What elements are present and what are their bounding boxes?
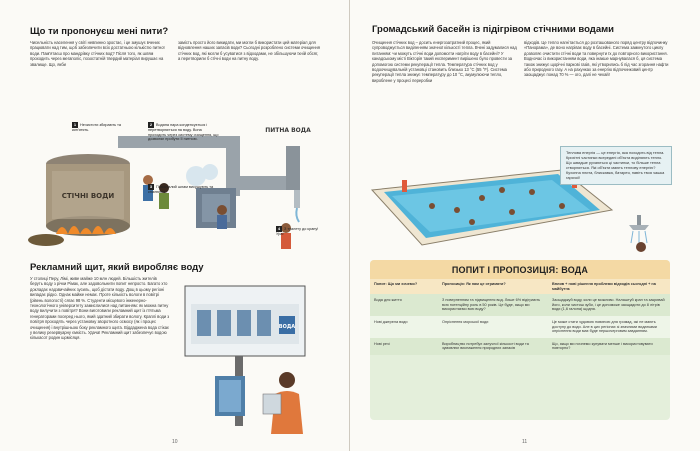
water-table: Попит: Що ми хочемо? Пропозиція: Як нам …	[370, 279, 670, 355]
header-demand: Попит: Що ми хочемо?	[370, 279, 438, 295]
table-header-row: Попит: Що ми хочемо? Пропозиція: Як нам …	[370, 279, 670, 295]
table-row: Вода для життя З поверненням та підвищен…	[370, 294, 670, 316]
table-cell: Заощаджуй воду, коли це можливо. Налашту…	[548, 294, 670, 316]
body-text-pool-col2: відходів. Це тепло нагнітається до розта…	[524, 40, 669, 78]
table-cell: Це може стати чудовою новиною для громад…	[548, 315, 670, 338]
table-cell: Виробництво потребує залучної кількості …	[438, 337, 548, 355]
heated-pool-illustration	[370, 169, 614, 246]
body-text-billboard: У столиці Перу, Лімі, живе майже 10 млн …	[30, 276, 170, 341]
table-cell: Нові джерела води	[370, 315, 438, 338]
table-cell: З поверненням та підвищення вод. Лише 6%…	[438, 294, 548, 316]
thermal-energy-callout: Теплова енергія — це енергія, яка походи…	[560, 146, 672, 186]
shower-illustration	[629, 215, 649, 252]
section-title-drink: Що ти пропонуєш мені пити?	[30, 26, 169, 37]
table-title: ПОПИТ І ПРОПОЗИЦІЯ: ВОДА	[370, 260, 670, 279]
body-text-pool-col1: Очищення стічних вод – досить енергозатр…	[372, 40, 517, 83]
table-cell: Що, якщо ми почнемо купувати менше і вик…	[548, 337, 670, 355]
pipe-label: ПИТНА ВОДА	[265, 127, 311, 134]
table-row: Нові речі Виробництво потребує залучної …	[370, 337, 670, 355]
section-title-pool: Громадський басейн із підігрівом стічним…	[372, 24, 614, 35]
body-text-col1: Чисельність населення у світі невпинно з…	[30, 40, 165, 67]
header-impact: Вплив + нові рішення проблеми відходів с…	[548, 279, 670, 295]
page-number-right: 11	[522, 439, 528, 445]
billboard-illustration: ВОДА	[184, 285, 306, 434]
table-cell: Опріснення морської води	[438, 315, 548, 338]
section-title-billboard: Рекламний щит, який виробляє воду	[30, 262, 204, 273]
billboard-water-label: ВОДА	[279, 324, 296, 330]
left-page: Що ти пропонуєш мені пити? Чисельність н…	[0, 0, 350, 451]
page-number-left: 10	[172, 439, 178, 445]
body-text-col2: замість просто його викидати, ми могли б…	[178, 40, 321, 62]
sewage-treatment-illustration: СТІЧНІ ВОДИ	[26, 116, 330, 256]
table-cell: Вода для життя	[370, 294, 438, 316]
table-cell: Нові речі	[370, 337, 438, 355]
tank-label: СТІЧНІ ВОДИ	[62, 192, 115, 200]
supply-demand-table: ПОПИТ І ПРОПОЗИЦІЯ: ВОДА Попит: Що ми хо…	[370, 260, 670, 420]
header-supply: Пропозиція: Як нам це отримати?	[438, 279, 548, 295]
table-row: Нові джерела води Опріснення морської во…	[370, 315, 670, 338]
